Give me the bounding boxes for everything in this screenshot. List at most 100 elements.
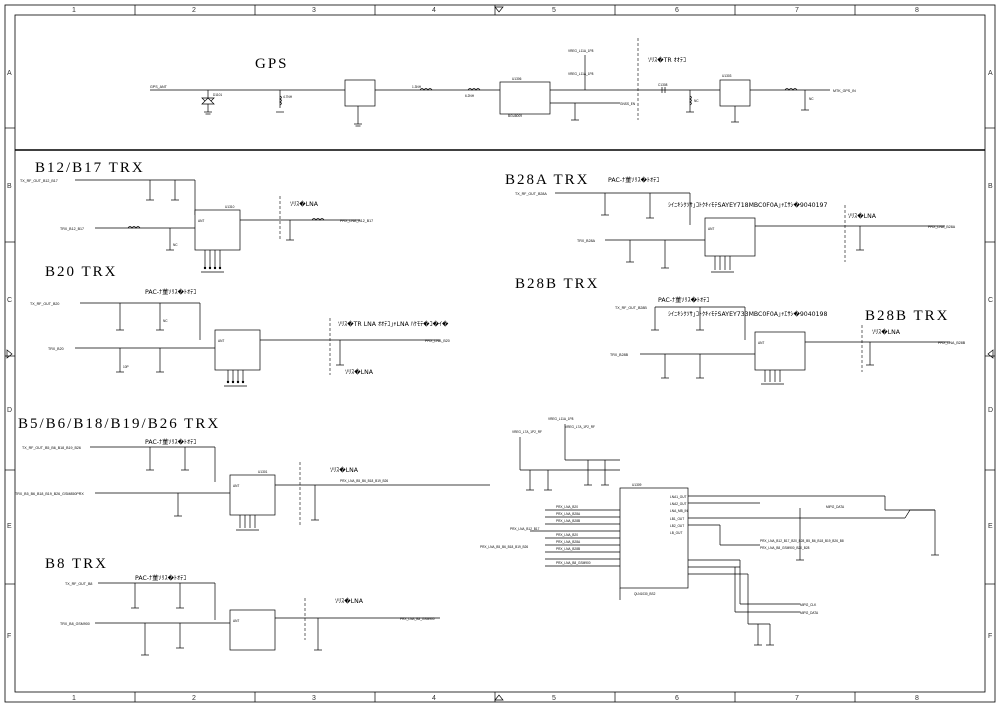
row-label-d: D [7, 407, 12, 414]
col-label-2-bottom: 2 [192, 695, 196, 702]
transceiver-u1309 [619, 487, 689, 589]
svg-text:LNA1_OUT: LNA1_OUT [670, 495, 687, 499]
b20-section: B20 TRX PAC-ﾅ菫ｿﾘｽ�ﾄｵﾃｺ TX_RF_OUT_B20 NC … [30, 264, 450, 387]
row-label-b-right: B [988, 183, 993, 190]
svg-text:4.7NH: 4.7NH [283, 95, 293, 99]
svg-text:PRX_LNA_B5_B6_B18_B19_B26: PRX_LNA_B5_B6_B18_B19_B26 [480, 545, 528, 549]
svg-text:ｿﾘｽ�LNA: ｿﾘｽ�LNA [848, 212, 877, 220]
svg-text:VREG_L7A_1P2_RF: VREG_L7A_1P2_RF [565, 425, 595, 429]
svg-text:ANT: ANT [233, 619, 239, 623]
b12-b17-section: B12/B17 TRX TX_RF_OUT_B12_B17 TRX_B12_B1… [20, 160, 373, 273]
svg-text:TX_RF_OUT_B28A: TX_RF_OUT_B28A [515, 192, 547, 196]
svg-text:PRX_LNA_B28A: PRX_LNA_B28A [928, 225, 956, 229]
col-label-7: 7 [795, 7, 799, 14]
svg-text:ANT: ANT [198, 219, 204, 223]
b28b-duplexer [754, 331, 806, 371]
col-label-8: 8 [915, 7, 919, 14]
b28a-duplexer [704, 217, 756, 257]
svg-text:ｿﾘｽ�TR LNA ｵｵﾃｺ｣ｬLNA ﾊｹﾓﾃ�ｺ�ｲ�: ｿﾘｽ�TR LNA ｵｵﾃｺ｣ｬLNA ﾊｹﾓﾃ�ｺ�ｲ� [338, 320, 449, 328]
row-label-b: B [7, 183, 12, 190]
svg-text:NC: NC [694, 99, 699, 103]
svg-text:TRX_B5_B6_B18_B19_B26_GSM850PR: TRX_B5_B6_B18_B19_B26_GSM850PRX [15, 492, 84, 496]
svg-text:MIPI2_CLK: MIPI2_CLK [800, 603, 817, 607]
svg-text:TX_RF_OUT_B28B: TX_RF_OUT_B28B [615, 306, 647, 310]
col-label-2: 2 [192, 7, 196, 14]
transceiver-section: VREG_L11A_1P8 VREG_L7A_1P2_RF VREG_L7A_1… [480, 417, 939, 646]
svg-text:MIPI2_DATA: MIPI2_DATA [826, 505, 845, 509]
svg-text:LNA2_OUT: LNA2_OUT [670, 502, 687, 506]
svg-text:GNSS_EN: GNSS_EN [620, 102, 636, 106]
row-label-a-right: A [988, 70, 993, 77]
b5-ground-pins [236, 515, 259, 531]
b20-ground-pins [224, 370, 247, 387]
col-label-3-bottom: 3 [312, 695, 316, 702]
svg-text:TX_RF_OUT_B20: TX_RF_OUT_B20 [30, 302, 59, 306]
col-label-6-bottom: 6 [675, 695, 679, 702]
b12-title: B12/B17 TRX [35, 160, 145, 176]
svg-text:VREG_L11A_1P8: VREG_L11A_1P8 [568, 72, 594, 76]
svg-text:PRX_LNA_B8_GSM900: PRX_LNA_B8_GSM900 [400, 617, 435, 621]
svg-text:U1301: U1301 [258, 470, 268, 474]
svg-text:LB2_OUT: LB2_OUT [670, 524, 684, 528]
row-ruler: A B C D E F A B C D E F [5, 70, 995, 640]
row-label-e-right: E [988, 523, 993, 530]
svg-text:PRX_LNA_B28B: PRX_LNA_B28B [556, 519, 580, 523]
svg-text:LNA_MB_IN: LNA_MB_IN [670, 509, 688, 513]
col-label-5-bottom: 5 [552, 695, 556, 702]
svg-text:PAC-ﾅ菫ｿﾘｽ�ﾄｵﾃｺ: PAC-ﾅ菫ｿﾘｽ�ﾄｵﾃｺ [135, 574, 186, 582]
b28b-ground-pins [761, 370, 784, 385]
svg-text:PRX_LNA_B28A: PRX_LNA_B28A [556, 540, 581, 544]
b20-title: B20 TRX [45, 264, 117, 280]
svg-text:PAC-ﾅ菫ｿﾘｽ�ﾄｵﾃｺ: PAC-ﾅ菫ｿﾘｽ�ﾄｵﾃｺ [145, 288, 196, 296]
b5-title: B5/B6/B18/B19/B26 TRX [18, 416, 220, 432]
inner-frame [14, 14, 986, 693]
b12-ground-pins [201, 250, 224, 273]
svg-text:PRX_LNA_B28B: PRX_LNA_B28B [556, 547, 580, 551]
b28a-title: B28A TRX [505, 172, 590, 188]
svg-text:ｼｲﾆｷｼｸｿｻ｣ｺﾄｸｷｨﾓﾃSAYEY718MBC0F0: ｼｲﾆｷｼｸｿｻ｣ｺﾄｸｷｨﾓﾃSAYEY718MBC0F0A｣ｬｴｻｼ�904… [668, 201, 827, 209]
svg-text:ANT: ANT [218, 339, 224, 343]
svg-text:10P: 10P [123, 365, 129, 369]
row-label-d-right: D [988, 407, 993, 414]
row-label-e: E [7, 523, 12, 530]
svg-text:NC: NC [163, 319, 168, 323]
gps-lna-u1306 [499, 81, 551, 115]
svg-text:TX_RF_OUT_B12_B17: TX_RF_OUT_B12_B17 [20, 179, 58, 183]
svg-text:VREG_L11A_1P8: VREG_L11A_1P8 [548, 417, 574, 421]
svg-text:ANT: ANT [708, 227, 714, 231]
b5-section: B5/B6/B18/B19/B26 TRX PAC-ﾅ菫ｿﾘｽ�ﾄｵﾃｺ TX_… [15, 416, 490, 531]
center-mark-top [494, 6, 504, 13]
col-label-1: 1 [72, 7, 76, 14]
svg-text:6.2NH: 6.2NH [465, 94, 475, 98]
svg-text:PRX_LNA_B8_GSM900_B20_B28: PRX_LNA_B8_GSM900_B20_B28 [760, 546, 810, 550]
b8-duplexer-u1302 [229, 609, 276, 651]
gps-saw-filter [344, 79, 376, 107]
svg-text:PAC-ﾅ菫ｿﾘｽ�ﾄｵﾃｺ: PAC-ﾅ菫ｿﾘｽ�ﾄｵﾃｺ [658, 296, 709, 304]
svg-text:VREG_L11A_1P8: VREG_L11A_1P8 [568, 49, 594, 53]
svg-text:TRX_B12_B17: TRX_B12_B17 [60, 227, 84, 231]
svg-text:PRX_LNA_B28A: PRX_LNA_B28A [556, 512, 581, 516]
row-label-f: F [7, 633, 11, 640]
svg-text:LB1_OUT: LB1_OUT [670, 517, 684, 521]
col-label-8-bottom: 8 [915, 695, 919, 702]
b28b-title: B28B TRX [515, 276, 600, 292]
svg-text:PRX_LNA_B12_B17_B20_B28_B5_B6_: PRX_LNA_B12_B17_B20_B28_B5_B6_B18_B19_B2… [760, 539, 844, 543]
row-label-c: C [7, 297, 12, 304]
svg-text:PRX_LNA_B20: PRX_LNA_B20 [425, 339, 450, 343]
col-label-4: 4 [432, 7, 436, 14]
b8-section: B8 TRX PAC-ﾅ菫ｿﾘｽ�ﾄｵﾃｺ TX_RF_OUT_B8 TRX_B… [45, 556, 440, 656]
gps-title: GPS [255, 56, 289, 72]
svg-text:QLN1030_BS2: QLN1030_BS2 [634, 592, 656, 596]
b12-duplexer-u1310 [194, 209, 241, 251]
gps-saw-u1303 [719, 79, 751, 107]
gps-diode-ref: D1101 [213, 93, 222, 97]
svg-text:TRX_B20: TRX_B20 [48, 347, 64, 351]
svg-text:ｿﾘｽ�LNA: ｿﾘｽ�LNA [872, 328, 901, 336]
svg-text:VREG_L7A_1P2_RF: VREG_L7A_1P2_RF [512, 430, 542, 434]
outer-frame [4, 4, 996, 703]
svg-text:ｼｲﾆｷｼｸｿｻ｣ｺﾄｸｷｨﾓﾃSAYEY733MBC0F0: ｼｲﾆｷｼｸｿｻ｣ｺﾄｸｷｨﾓﾃSAYEY733MBC0F0A｣ｬｴｻｼ�904… [668, 310, 827, 318]
svg-text:TX_RF_OUT_B5_B6_B18_B19_B26: TX_RF_OUT_B5_B6_B18_B19_B26 [22, 446, 81, 450]
svg-text:U1306: U1306 [512, 77, 522, 81]
svg-text:ｿﾘｽ�LNA: ｿﾘｽ�LNA [335, 597, 364, 605]
